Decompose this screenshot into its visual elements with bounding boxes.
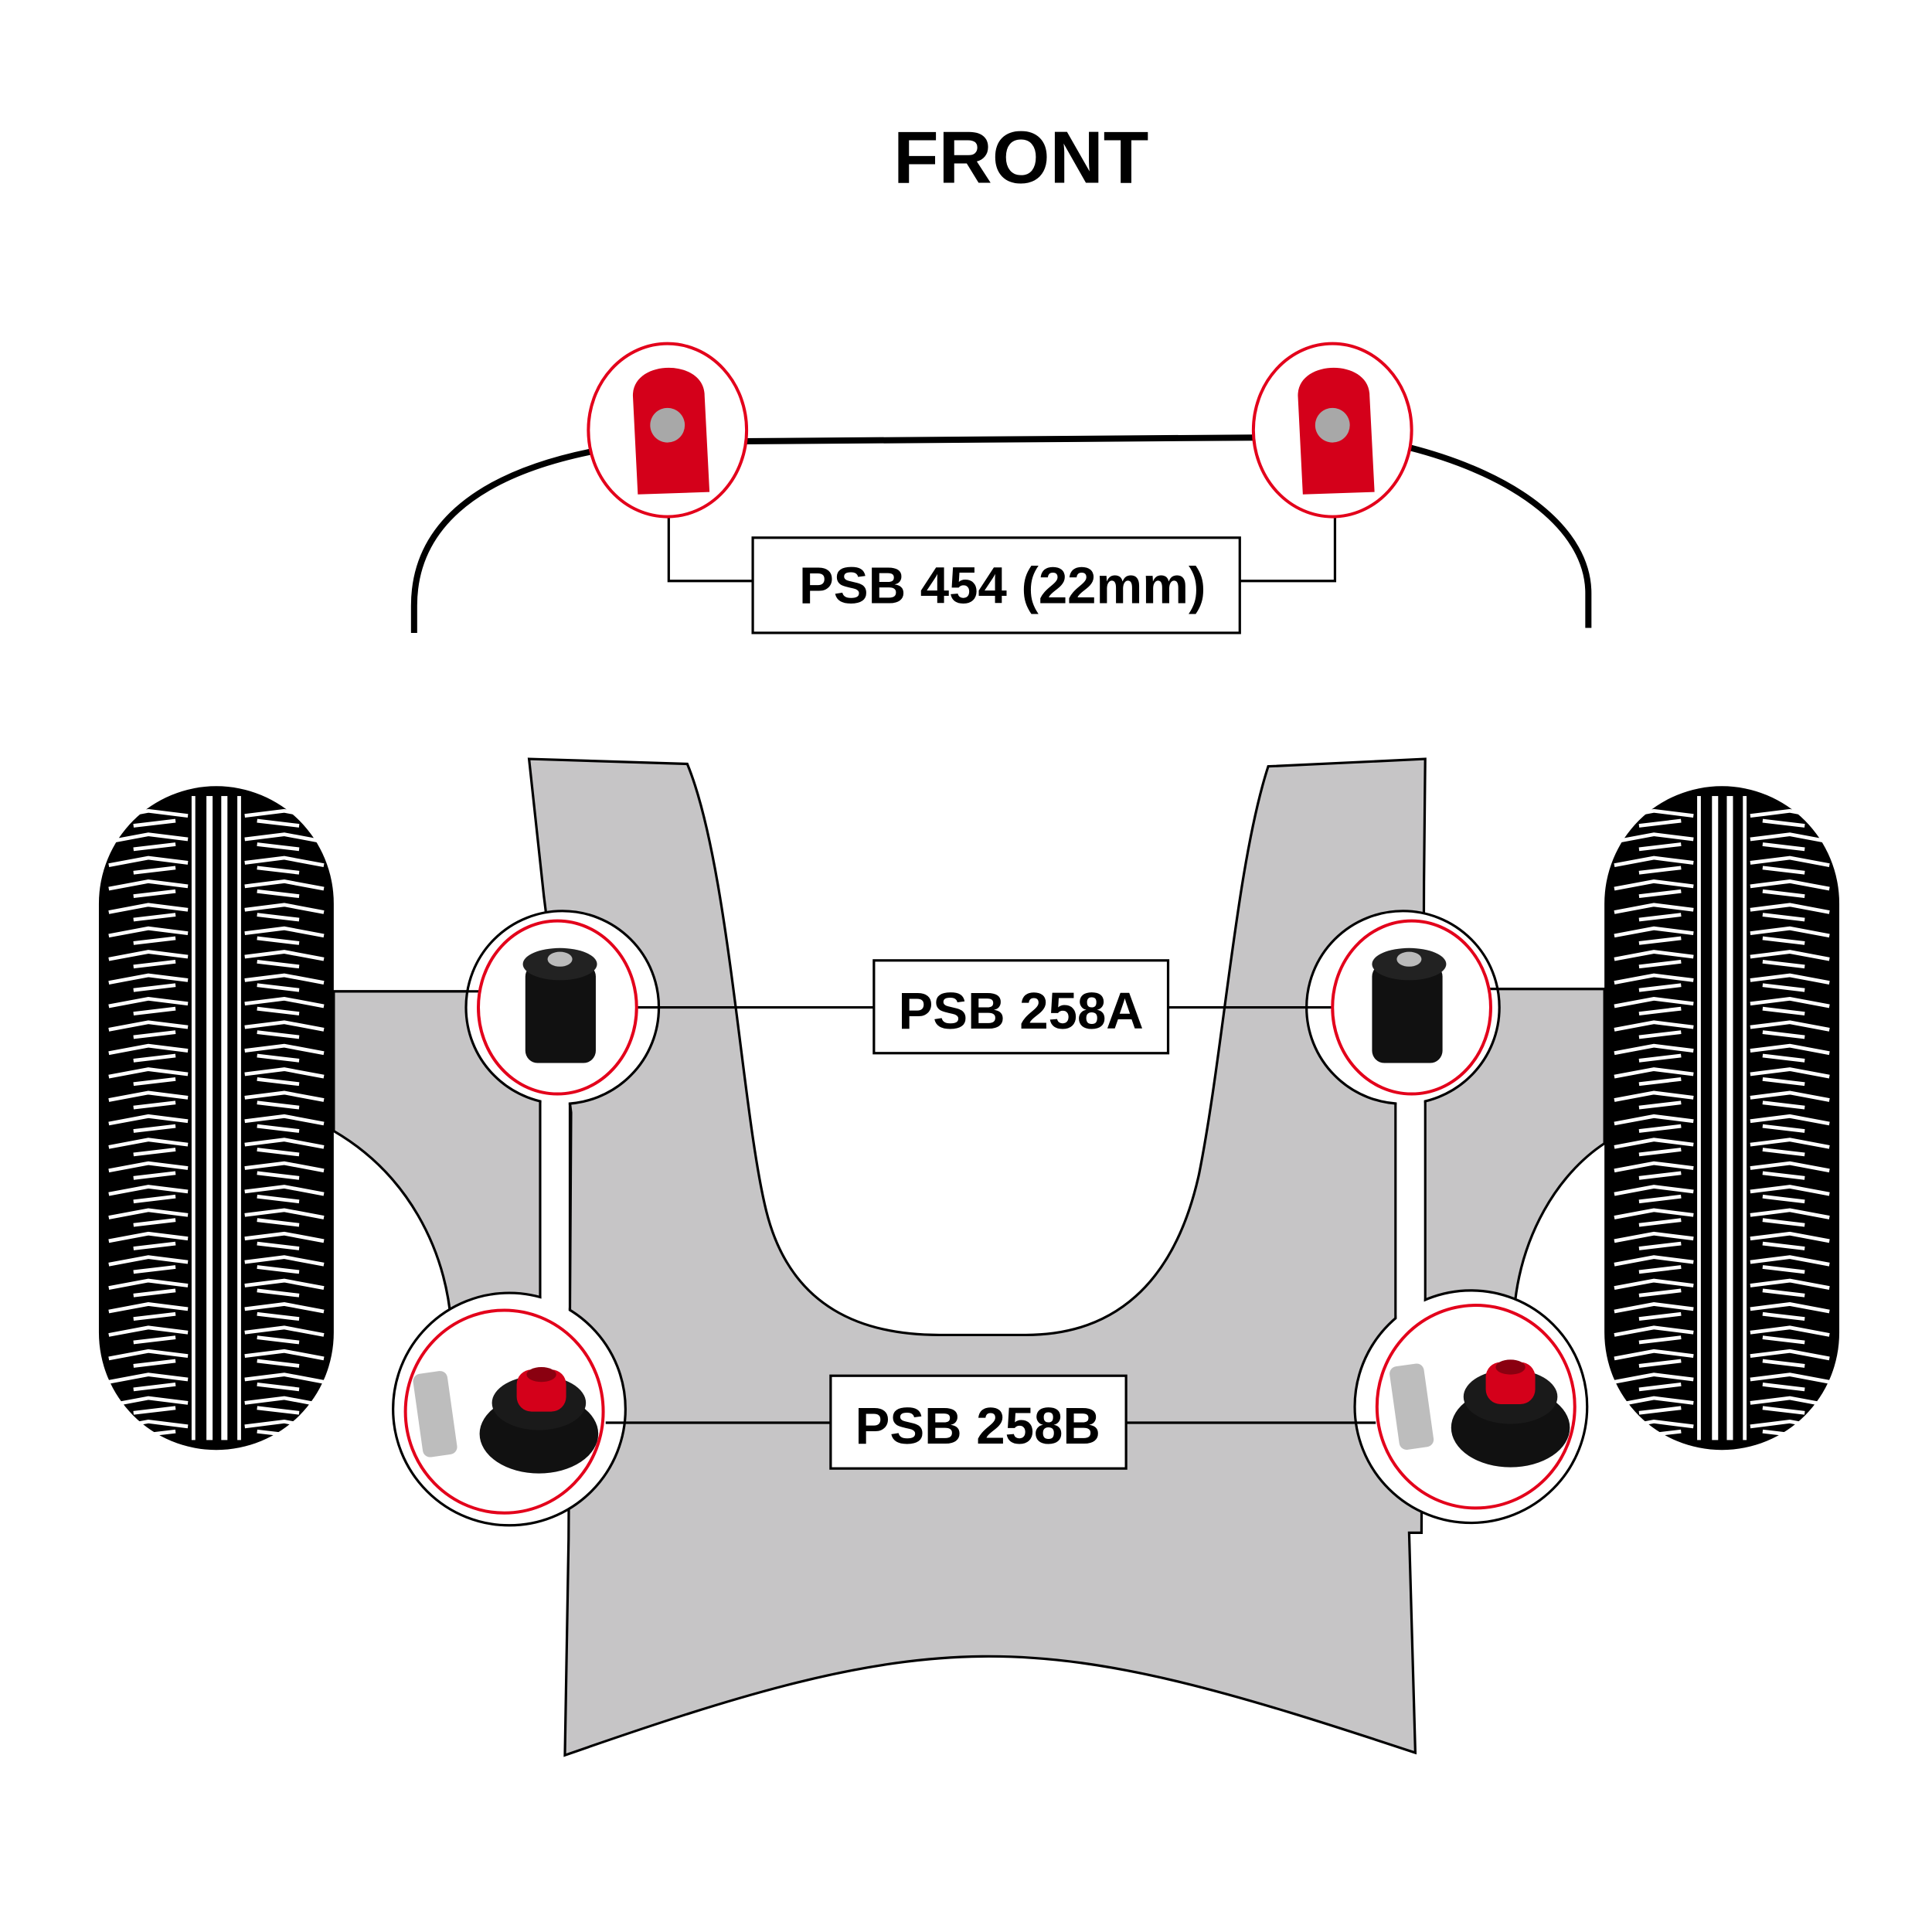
arb-bush-right <box>1251 342 1413 519</box>
tyre-left <box>99 786 334 1450</box>
front-bush-right <box>1331 919 1492 1096</box>
label-box-psb258b <box>829 1374 1128 1470</box>
arb-bush-left <box>587 342 749 519</box>
leader-lines <box>333 987 1605 1424</box>
anti-roll-bar-leaders <box>667 516 1337 583</box>
rear-bush-left <box>403 1308 605 1515</box>
subframe <box>527 757 1427 1757</box>
label-box-psb454 <box>751 536 1241 634</box>
rear-bush-right <box>1375 1304 1577 1510</box>
tyre-right <box>1604 786 1839 1450</box>
label-box-psb258a <box>872 959 1170 1055</box>
label-psb454: PSB 454 (22mm) <box>799 557 1206 615</box>
front-title: FRONT <box>893 117 1148 199</box>
label-psb258a: PSB 258A <box>899 982 1144 1040</box>
label-psb258b: PSB 258B <box>855 1397 1100 1455</box>
anti-roll-bar <box>410 434 1592 633</box>
front-bush-left <box>477 919 638 1096</box>
